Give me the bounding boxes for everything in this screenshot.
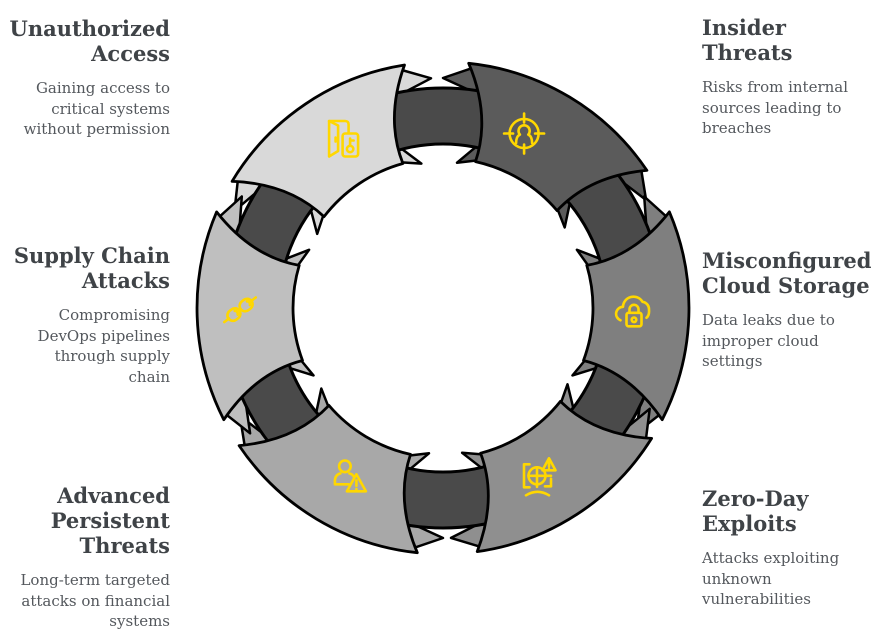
- segment-title: Zero-Day Exploits: [702, 486, 809, 536]
- segment-description: Gaining access to critical systems witho…: [23, 79, 170, 138]
- segment-insider-threats-fold: [441, 65, 648, 229]
- segment-title: Misconfigured Cloud Storage: [702, 248, 872, 298]
- person-target-icon: [502, 112, 546, 155]
- person-warning-icon: [333, 459, 368, 493]
- label-advanced-persistent-threats: Advanced Persistent Threats Long-term ta…: [0, 483, 170, 632]
- label-supply-chain-attacks: Supply Chain Attacks Compromising DevOps…: [0, 243, 170, 387]
- door-key-icon: [327, 119, 360, 158]
- segment-description: Compromising DevOps pipelines through su…: [37, 306, 170, 386]
- segment-zero-day-exploits: [475, 400, 653, 553]
- cloud-lock-icon: [614, 295, 651, 328]
- segment-unauthorized-access-fold: [233, 67, 433, 236]
- segment-description: Risks from internal sources leading to b…: [702, 78, 849, 137]
- segment-title: Insider Threats: [702, 15, 793, 65]
- label-unauthorized-access: Unauthorized Access Gaining access to cr…: [0, 16, 170, 140]
- segment-unauthorized-access: [230, 63, 406, 219]
- label-misconfigured-cloud-storage: Misconfigured Cloud Storage Data leaks d…: [702, 248, 886, 372]
- segment-description: Long-term targeted attacks on financial …: [20, 571, 170, 630]
- segment-supply-chain-attacks: [195, 210, 304, 422]
- segment-insider-threats: [467, 61, 649, 212]
- segment-description: Data leaks due to improper cloud setting…: [702, 311, 835, 370]
- chain-links-icon: [222, 296, 258, 324]
- label-zero-day-exploits: Zero-Day Exploits Attacks exploiting unk…: [702, 486, 886, 610]
- segment-title: Supply Chain Attacks: [13, 243, 170, 293]
- segment-advanced-persistent-threats: [237, 404, 419, 555]
- globe-warning-icon: [522, 456, 557, 497]
- segment-title: Unauthorized Access: [9, 16, 170, 66]
- segment-advanced-persistent-threats-fold: [238, 387, 445, 551]
- segment-description: Attacks exploiting unknown vulnerabiliti…: [702, 549, 840, 608]
- segment-zero-day-exploits-fold: [449, 383, 651, 550]
- label-insider-threats: Insider Threats Risks from internal sour…: [702, 15, 886, 139]
- segment-title: Advanced Persistent Threats: [50, 483, 170, 558]
